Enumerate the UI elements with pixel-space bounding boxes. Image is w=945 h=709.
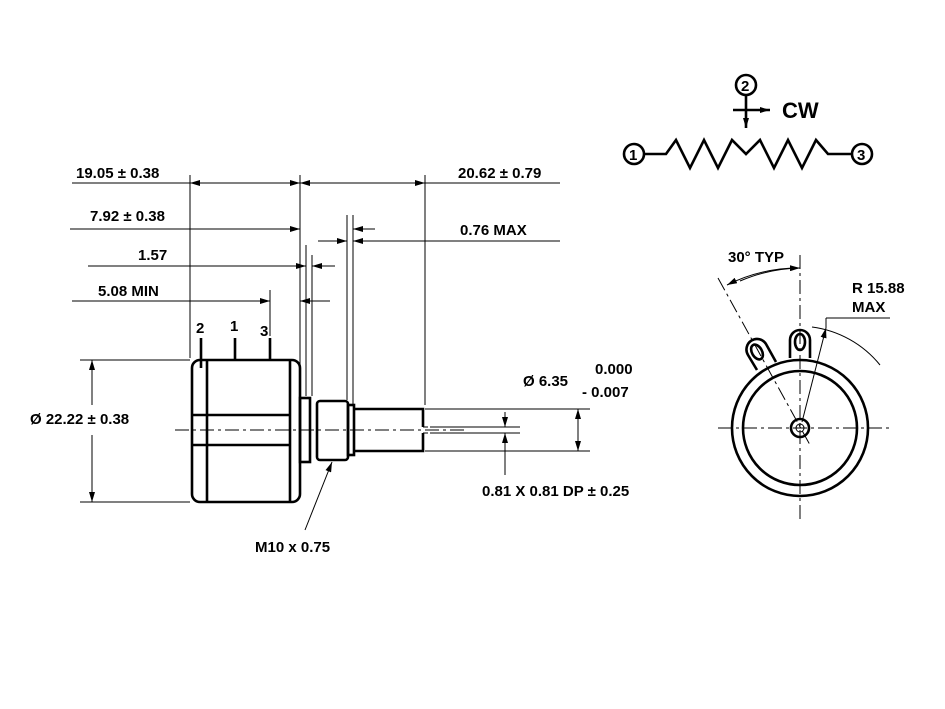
pin2-label: 2 (741, 78, 749, 95)
thread-dim: M10 x 0.75 (255, 539, 330, 556)
shaft-diameter-dim: Ø 6.35 (523, 373, 568, 390)
cw-label: CW (782, 98, 819, 123)
shaft-circle (789, 417, 811, 439)
pin1-label: 1 (629, 147, 637, 164)
schematic-symbol: 1 2 3 CW (622, 73, 874, 171)
bushing-length-dim: 7.92 ± 0.38 (90, 208, 165, 225)
shaft-length-dim: 20.62 ± 0.79 (458, 165, 541, 182)
terminal-2-label: 2 (196, 320, 204, 337)
terminal-lug (745, 337, 778, 371)
dimensions: 19.05 ± 0.38 20.62 ± 0.79 7.92 ± 0.38 0.… (30, 165, 633, 556)
pin3-label: 3 (857, 147, 865, 164)
inner-circle (741, 369, 859, 487)
side-view: 2 1 3 (175, 318, 465, 504)
outer-circle (730, 358, 870, 498)
slot-dim: 0.81 X 0.81 DP ± 0.25 (482, 483, 629, 500)
radius-dim: R 15.88 (852, 280, 905, 297)
body-diameter-dim: Ø 22.22 ± 0.38 (30, 411, 129, 428)
collar-max-dim: 0.76 MAX (460, 222, 527, 239)
terminal-lug (788, 328, 812, 358)
shaft (354, 407, 425, 453)
terminal-3-label: 3 (260, 323, 268, 340)
angle-dim: 30° TYP (728, 249, 784, 266)
terminal-min-dim: 5.08 MIN (98, 283, 159, 300)
radius-note: MAX (852, 299, 885, 316)
terminal-1-label: 1 (230, 318, 238, 335)
flange-dim: 1.57 (138, 247, 167, 264)
overall-length-dim: 19.05 ± 0.38 (76, 165, 159, 182)
front-view: 30° TYP R 15.88 MAX (717, 249, 905, 520)
shaft-tol-upper: 0.000 (595, 361, 633, 378)
shaft-tol-lower: - 0.007 (582, 384, 629, 401)
resistor-zigzag (644, 137, 852, 171)
